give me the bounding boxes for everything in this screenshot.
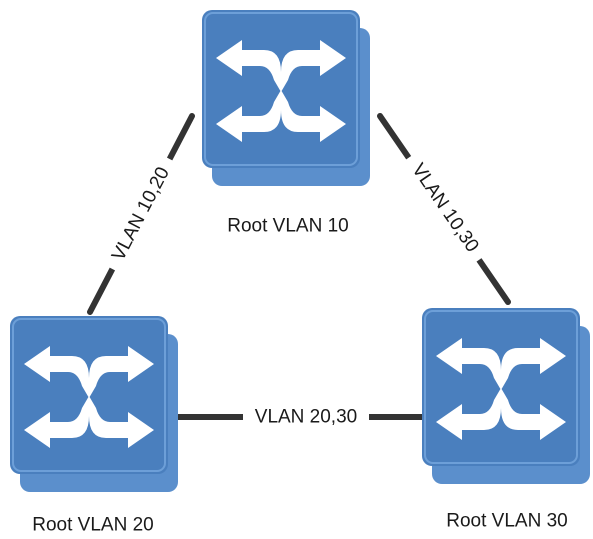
link-label-bg-left-right: [243, 403, 369, 431]
switch-icon: [9, 315, 179, 493]
link-label-left-right: VLAN 20,30: [255, 407, 357, 428]
switch-top[interactable]: Root VLAN 10: [201, 9, 371, 237]
switch-icon: [421, 307, 591, 485]
switch-icon: [201, 9, 371, 187]
switch-label-left: Root VLAN 20: [32, 515, 153, 536]
link-left-right: VLAN 20,30: [175, 403, 431, 431]
link-top-left: VLAN 10,20: [87, 113, 195, 315]
link-label-top-left: VLAN 10,20: [108, 164, 174, 265]
link-label-top-right: VLAN 10,30: [407, 160, 482, 256]
switch-label-top: Root VLAN 10: [227, 216, 348, 237]
switch-left[interactable]: Root VLAN 20: [9, 315, 179, 536]
switch-label-right: Root VLAN 30: [446, 511, 567, 532]
link-top-right: VLAN 10,30: [377, 113, 511, 305]
link-label-bg-top-right: [399, 149, 491, 267]
link-label-bg-top-left: [100, 153, 182, 275]
switch-right[interactable]: Root VLAN 30: [421, 307, 591, 532]
